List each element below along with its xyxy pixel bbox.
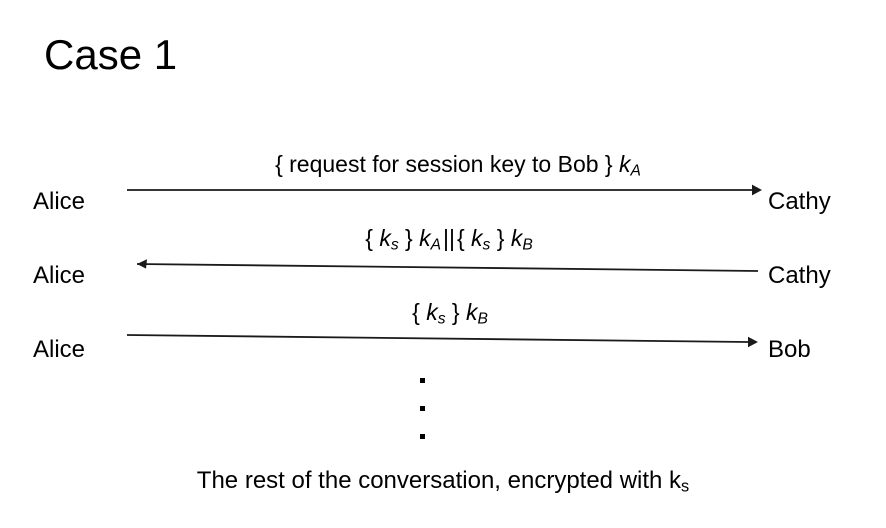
message-2-close-brace-1: } bbox=[405, 225, 413, 251]
message-3-inner-key: ks bbox=[426, 299, 446, 328]
message-1-close-brace: } bbox=[604, 151, 613, 177]
message-2-outer-key-1: kA bbox=[419, 225, 442, 254]
message-2-separator: || bbox=[443, 225, 455, 251]
message-2-open-brace-2: { bbox=[456, 225, 465, 251]
page-title: Case 1 bbox=[44, 31, 178, 78]
message-row-1: { request for session key to Bob } kA Al… bbox=[0, 150, 886, 224]
ellipsis-dot bbox=[420, 378, 425, 383]
message-1-text: request for session key to Bob bbox=[282, 151, 605, 177]
message-arrow-1 bbox=[127, 184, 762, 196]
party-label-alice-2: Alice bbox=[33, 262, 86, 289]
message-2-inner-key-2: ks bbox=[471, 225, 491, 254]
footer-caption-text: The rest of the conversation, encrypted … bbox=[196, 467, 670, 494]
message-1-open-brace: { bbox=[275, 151, 283, 177]
party-label-alice-1: Alice bbox=[33, 188, 86, 215]
message-label-2: { ks } kA||{ ks } kB bbox=[0, 224, 886, 254]
message-row-2: { ks } kA||{ ks } kB Alice Cathy bbox=[0, 224, 886, 298]
message-label-1: { request for session key to Bob } kA bbox=[0, 150, 886, 180]
party-label-bob-3: Bob bbox=[768, 336, 811, 363]
message-2-inner-key-1: ks bbox=[379, 225, 399, 254]
message-3-outer-key: kB bbox=[465, 299, 488, 328]
party-label-alice-3: Alice bbox=[33, 336, 86, 363]
vertical-ellipsis bbox=[420, 372, 434, 448]
message-3-open-brace: { bbox=[412, 299, 420, 325]
message-2-open-brace-1: { bbox=[365, 225, 373, 251]
message-arrow-2 bbox=[136, 259, 759, 272]
ellipsis-dot bbox=[420, 406, 425, 411]
party-label-cathy-1: Cathy bbox=[768, 188, 831, 215]
message-arrow-3 bbox=[126, 334, 758, 348]
message-1-key: kA bbox=[619, 151, 641, 180]
ellipsis-dot bbox=[420, 434, 425, 439]
footer-caption-session-key: ks bbox=[669, 467, 690, 496]
party-label-cathy-2: Cathy bbox=[768, 262, 831, 289]
message-3-close-brace: } bbox=[451, 299, 460, 325]
message-2-close-brace-2: } bbox=[496, 225, 505, 251]
message-label-3: { ks } kB bbox=[0, 298, 886, 328]
message-row-3: { ks } kB Alice Bob bbox=[0, 298, 886, 372]
message-2-outer-key-2: kB bbox=[510, 225, 533, 254]
footer-caption: The rest of the conversation, encrypted … bbox=[0, 466, 886, 496]
